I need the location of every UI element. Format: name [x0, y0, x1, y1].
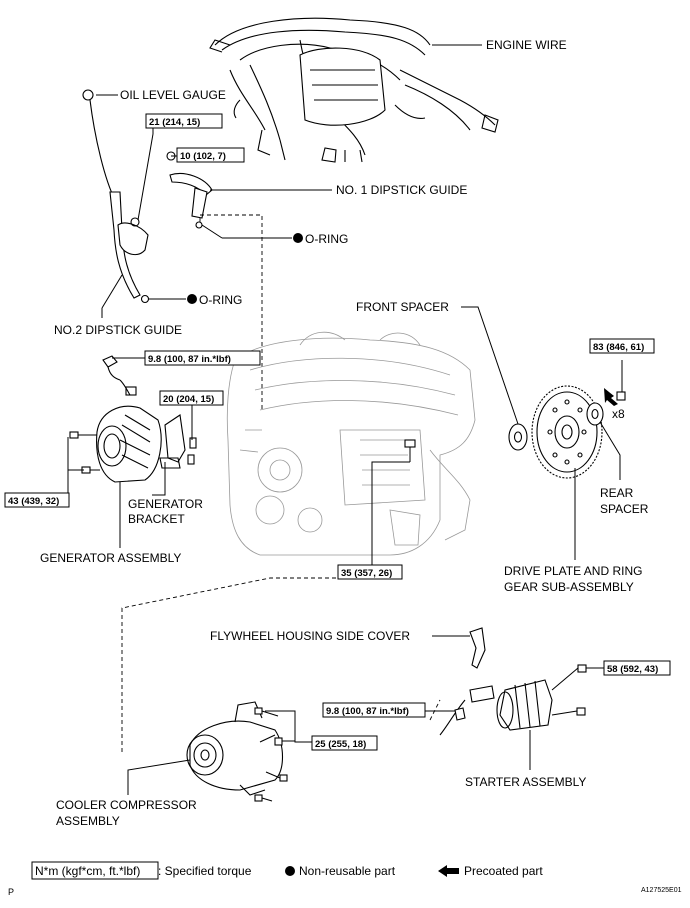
leader-no2-guide-b: [101, 274, 123, 309]
svg-text:10 (102, 7): 10 (102, 7): [180, 151, 226, 162]
rear-spacer: [586, 402, 604, 426]
label-drive-plate-1: DRIVE PLATE AND RING: [504, 564, 642, 578]
torque-spec-9-8-starter: 9.8 (100, 87 in.*lbf): [322, 702, 426, 718]
label-cooler-compressor-1: COOLER COMPRESSOR: [56, 798, 197, 812]
legend-specified-torque: : Specified torque: [158, 864, 252, 878]
no1-dipstick-guide: [166, 151, 213, 229]
leader-torque-21b: [137, 133, 154, 221]
leader-front-spacer: [461, 306, 519, 425]
leader-cooler-compressor: [127, 759, 191, 795]
legend-precoated: Precoated part: [464, 864, 543, 878]
legend-non-reusable: Non-reusable part: [299, 864, 396, 878]
legend: N*m (kgf*cm, ft.*lbf) : Specified torque…: [31, 861, 543, 880]
engine-wire-harness: [209, 17, 499, 163]
generator-bolts: [69, 431, 100, 474]
svg-text:35 (357, 26): 35 (357, 26): [341, 568, 392, 579]
torque-spec-58: 58 (592, 43): [603, 660, 671, 676]
torque-spec-35: 35 (357, 26): [337, 564, 403, 580]
torque-spec-43: 43 (439, 32): [4, 492, 70, 508]
legend-torque-unit: N*m (kgf*cm, ft.*lbf): [35, 864, 140, 878]
svg-text:20 (204, 15): 20 (204, 15): [163, 394, 214, 405]
label-no1-dipstick-guide: NO. 1 DIPSTICK GUIDE: [336, 183, 467, 197]
svg-text:9.8 (100, 87 in.*lbf): 9.8 (100, 87 in.*lbf): [148, 354, 231, 365]
nonreusable-dot-icon: [285, 866, 295, 876]
svg-text:9.8 (100, 87 in.*lbf): 9.8 (100, 87 in.*lbf): [326, 706, 409, 717]
compressor-bolts: [254, 707, 288, 802]
leader-o-ring-1: [201, 224, 223, 239]
label-flywheel-cover: FLYWHEEL HOUSING SIDE COVER: [210, 629, 410, 643]
label-rear-spacer-2: SPACER: [600, 502, 649, 516]
nonreusable-dot-icon: [293, 233, 303, 243]
leader-torque-25: [265, 710, 312, 743]
label-engine-wire: ENGINE WIRE: [486, 38, 567, 52]
svg-text:25 (255, 18): 25 (255, 18): [315, 739, 366, 750]
dashed-guide-upper: [199, 214, 263, 410]
precoated-arrow-icon: [604, 388, 618, 406]
drive-plate-ring-gear: [531, 385, 603, 479]
label-cooler-compressor-2: ASSEMBLY: [56, 814, 120, 828]
leader-torque-35: [371, 461, 410, 565]
torque-spec-10: 10 (102, 7): [176, 147, 245, 163]
generator-bracket: [159, 414, 197, 469]
label-starter-assembly: STARTER ASSEMBLY: [465, 775, 586, 789]
figure-code: A127525E01: [641, 887, 682, 894]
flywheel-bolt: [604, 388, 626, 406]
torque-spec-21: 21 (214, 15): [145, 113, 223, 129]
flywheel-housing-side-cover: [469, 627, 486, 669]
label-generator-assembly: GENERATOR ASSEMBLY: [40, 551, 181, 565]
leader-torque-43: [43, 437, 69, 501]
torque-spec-25: 25 (255, 18): [311, 735, 378, 751]
label-generator-bracket-2: BRACKET: [128, 512, 185, 526]
engine-bolt-35: [404, 439, 416, 462]
torque-spec-83: 83 (846, 61): [589, 338, 655, 354]
label-generator-bracket-1: GENERATOR: [128, 497, 203, 511]
precoated-arrow-icon: [438, 865, 459, 877]
svg-text:43 (439, 32): 43 (439, 32): [8, 496, 59, 507]
torque-spec-9-8-generator: 9.8 (100, 87 in.*lbf): [144, 350, 261, 366]
label-no2-dipstick-guide: NO.2 DIPSTICK GUIDE: [54, 323, 182, 337]
svg-text:58 (592, 43): 58 (592, 43): [607, 664, 658, 675]
no2-dipstick-guide: [109, 191, 150, 304]
generator-terminal: [102, 355, 121, 381]
label-o-ring-1: O-RING: [305, 232, 348, 246]
generator-assembly: [96, 379, 162, 483]
cooler-compressor-assembly: [186, 701, 284, 796]
label-oil-level-gauge: OIL LEVEL GAUGE: [120, 88, 226, 102]
dashed-guide-starter: [429, 699, 441, 721]
label-x8: x8: [612, 407, 625, 421]
legend-torque-box: [31, 861, 159, 880]
torque-spec-20: 20 (204, 15): [159, 390, 224, 406]
svg-text:21 (214, 15): 21 (214, 15): [149, 117, 200, 128]
footer-p: P: [8, 887, 14, 897]
starter-assembly: [439, 664, 587, 736]
label-o-ring-2: O-RING: [199, 293, 242, 307]
nonreusable-dot-icon: [187, 294, 197, 304]
label-rear-spacer-1: REAR: [600, 486, 634, 500]
label-drive-plate-2: GEAR SUB-ASSEMBLY: [504, 580, 634, 594]
leader-rear-spacer: [599, 421, 621, 480]
svg-text:83 (846, 61): 83 (846, 61): [593, 342, 644, 353]
front-spacer: [508, 423, 528, 451]
leader-generator-bracket: [152, 462, 166, 496]
label-front-spacer: FRONT SPACER: [356, 300, 449, 314]
engine-block: [226, 331, 476, 556]
